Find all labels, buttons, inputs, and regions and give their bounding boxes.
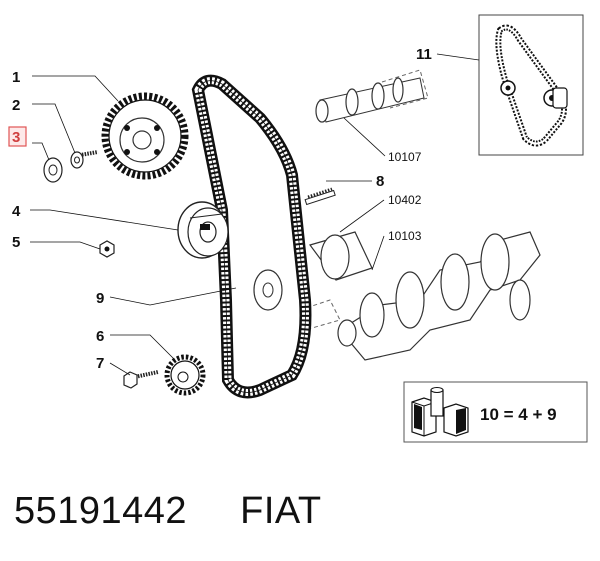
camshaft-sprocket: [101, 92, 189, 180]
ref-10402: 10402: [388, 193, 422, 207]
crank-bolt: [123, 370, 159, 389]
washer: [43, 157, 63, 183]
callout-6: 6: [96, 328, 104, 345]
ref-10103: 10103: [388, 229, 422, 243]
part-number: 55191442: [14, 490, 188, 532]
callout-2: 2: [12, 97, 20, 114]
timing-belt: [191, 74, 312, 399]
belt-tensioner: [177, 201, 229, 259]
callout-8: 8: [376, 173, 384, 190]
ref-10107: 10107: [388, 150, 422, 164]
callout-4: 4: [12, 203, 21, 220]
callout-7: 7: [96, 355, 104, 372]
callout-11: 11: [416, 46, 432, 63]
nut: [99, 240, 115, 258]
callout-1: 1: [12, 69, 20, 86]
leader-lines: [30, 75, 237, 376]
camshaft: [315, 69, 429, 123]
callout-3-highlight: 3: [8, 126, 27, 147]
callout-9: 9: [96, 290, 104, 307]
caption: 55191442 FIAT: [14, 490, 322, 540]
kit-parts-icon: [411, 387, 469, 437]
belt-route-inset: [478, 14, 584, 156]
stud: [304, 187, 336, 206]
crankshaft: [299, 231, 541, 361]
bolt: [70, 150, 99, 169]
kit-legend-box: 10 = 4 + 9: [403, 381, 588, 443]
timing-belt-exploded-diagram: 1 2 3 4 5 9 6 7 8 11 10107 10402 10103 1…: [8, 14, 588, 443]
callout-3: 3: [12, 129, 20, 146]
brand-name: FIAT: [240, 490, 322, 532]
kit-formula: 10 = 4 + 9: [480, 405, 557, 424]
callout-5: 5: [12, 234, 20, 251]
crankshaft-sprocket: [164, 354, 206, 396]
